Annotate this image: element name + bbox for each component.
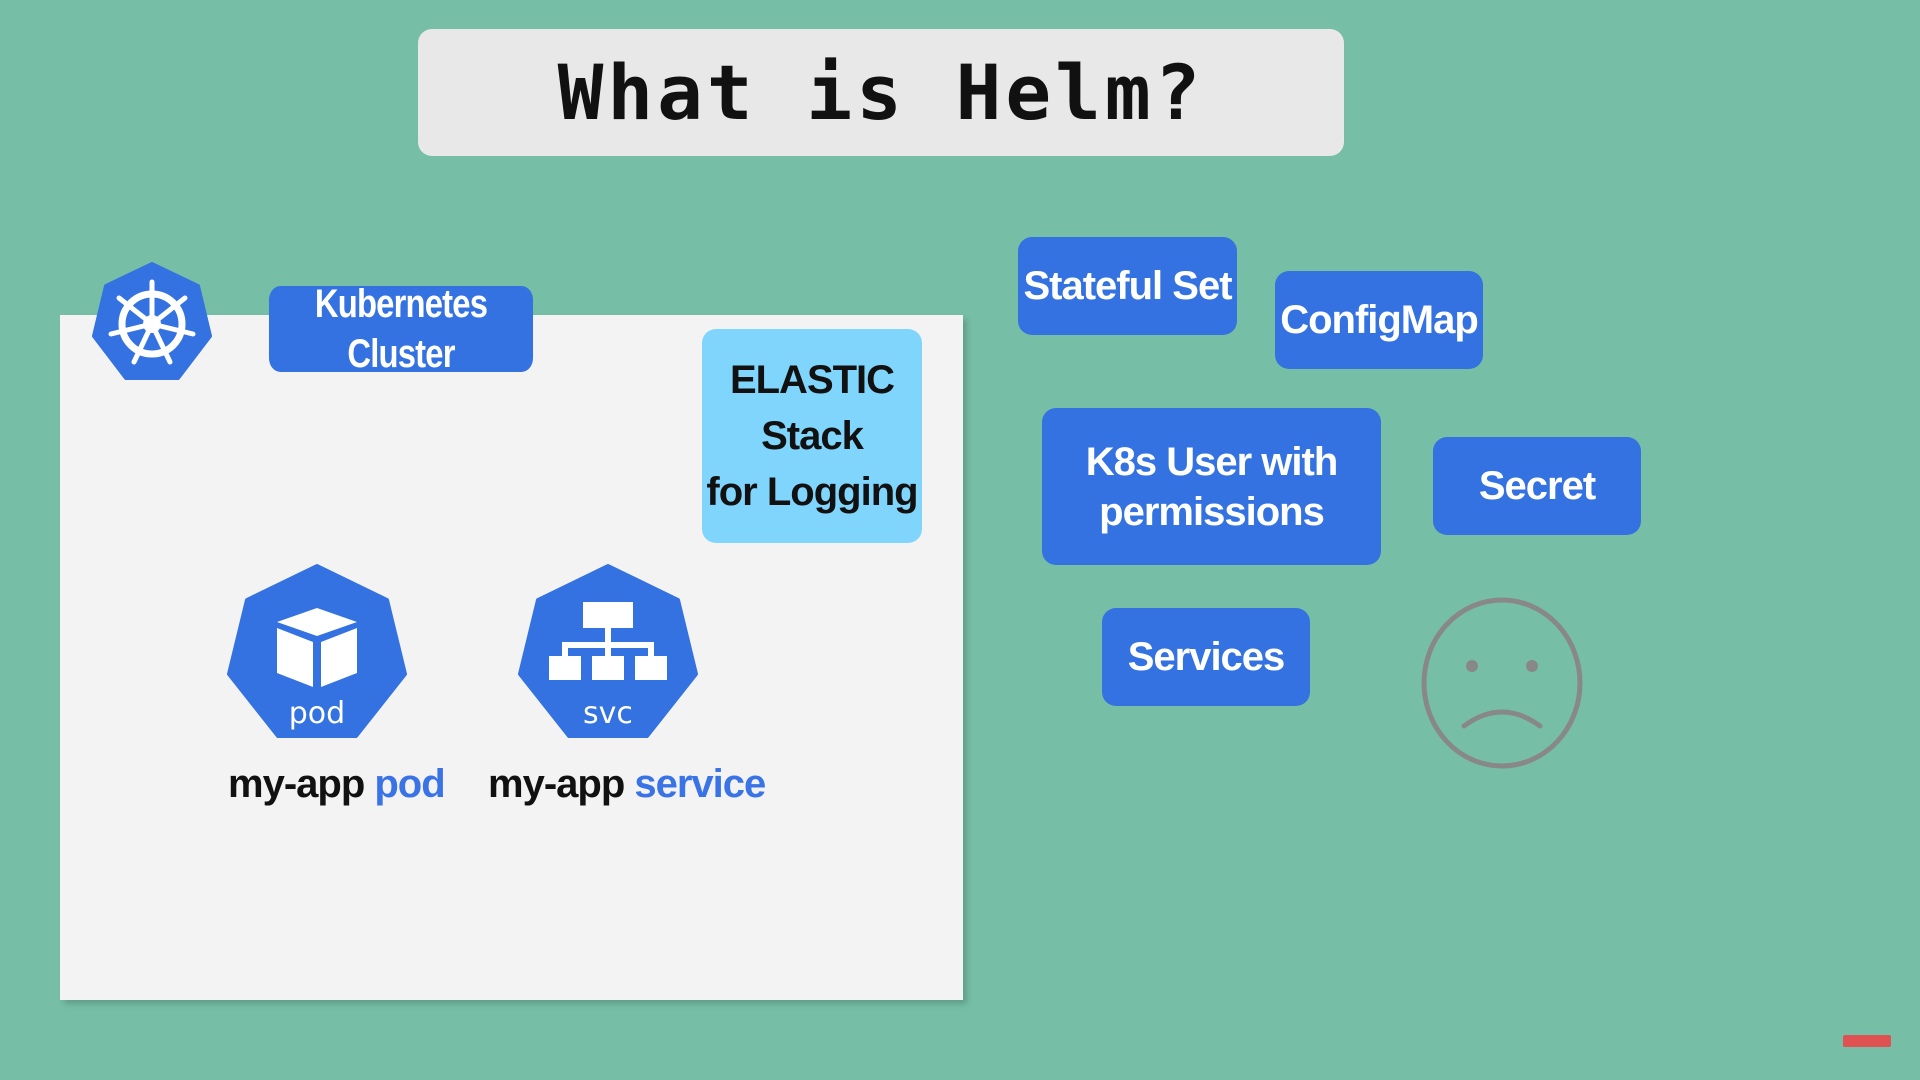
network-tree-icon [549, 602, 667, 680]
service-caption-accent: service [634, 762, 766, 806]
configmap-tag: ConfigMap [1275, 271, 1483, 369]
k8s-user-line: permissions [1099, 489, 1325, 534]
secret-tag: Secret [1433, 437, 1641, 535]
pod-icon-label: pod [289, 696, 345, 731]
service-caption: my-app service [488, 762, 766, 807]
kubernetes-logo-icon [92, 262, 212, 380]
title-box: What is Helm? [418, 29, 1344, 156]
cluster-label: Kubernetes Cluster [268, 282, 534, 376]
elastic-line: Stack [761, 414, 864, 458]
service-caption-prefix: my-app [488, 762, 625, 806]
service-icon: svc [518, 564, 698, 738]
page-title: What is Helm? [557, 48, 1205, 137]
cube-icon [277, 608, 357, 687]
elastic-line: for Logging [706, 470, 918, 514]
svc-icon-label: svc [583, 696, 633, 731]
subscribe-badge[interactable] [1843, 1035, 1891, 1047]
pod-caption: my-app pod [228, 762, 446, 807]
sad-face-icon [1421, 597, 1583, 769]
services-tag: Services [1102, 608, 1310, 706]
k8s-user-line: K8s User with [1085, 439, 1339, 484]
stateful-set-tag: Stateful Set [1018, 237, 1237, 335]
elastic-line: ELASTIC [729, 358, 895, 402]
k8s-user-tag: K8s User with permissions [1042, 408, 1381, 565]
pod-caption-accent: pod [374, 762, 445, 806]
pod-icon: pod [227, 564, 407, 738]
pod-caption-prefix: my-app [228, 762, 365, 806]
elastic-stack-box: ELASTIC Stack for Logging [702, 329, 922, 543]
